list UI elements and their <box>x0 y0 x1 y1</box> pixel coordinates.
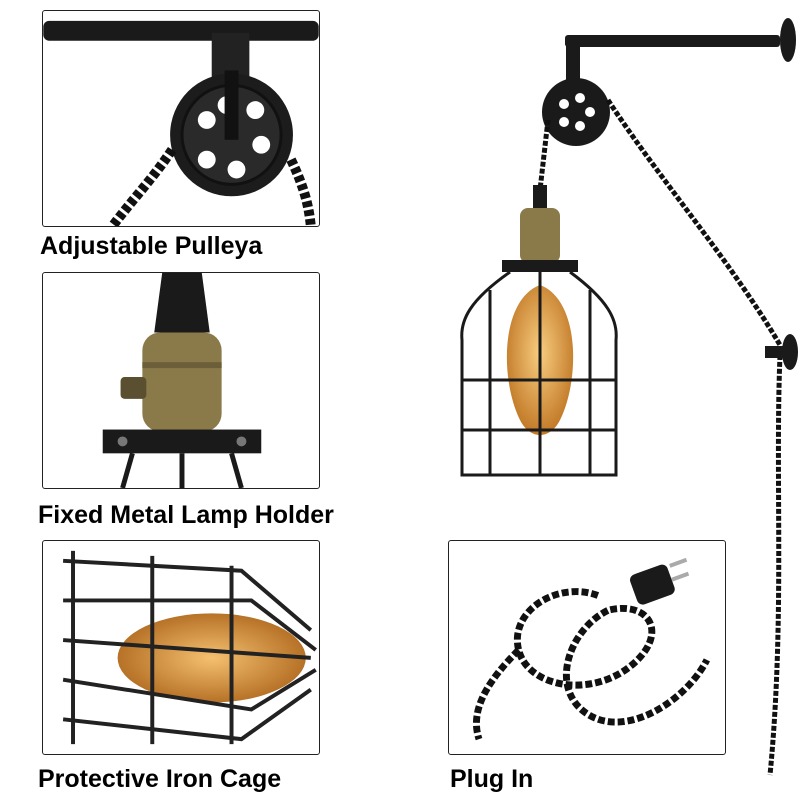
cage-caption: Protective Iron Cage <box>38 765 282 793</box>
cage-closeup-image <box>62 550 317 745</box>
plug-caption: Plug In <box>450 765 534 793</box>
cage-detail-panel <box>42 540 320 755</box>
pulley-detail-panel <box>42 10 320 227</box>
pulley-caption: Adjustable Pulleya <box>40 232 263 260</box>
lamp-holder-caption: Fixed Metal Lamp Holder <box>38 501 334 529</box>
plug-cord-image <box>472 557 710 741</box>
wall-lamp-illustration <box>460 18 798 776</box>
pulley-closeup-image <box>43 20 319 226</box>
main-lamp-image <box>440 0 800 800</box>
lamp-holder-closeup-image <box>102 273 262 488</box>
lamp-holder-detail-panel <box>42 272 320 489</box>
plug-detail-panel <box>448 540 726 755</box>
